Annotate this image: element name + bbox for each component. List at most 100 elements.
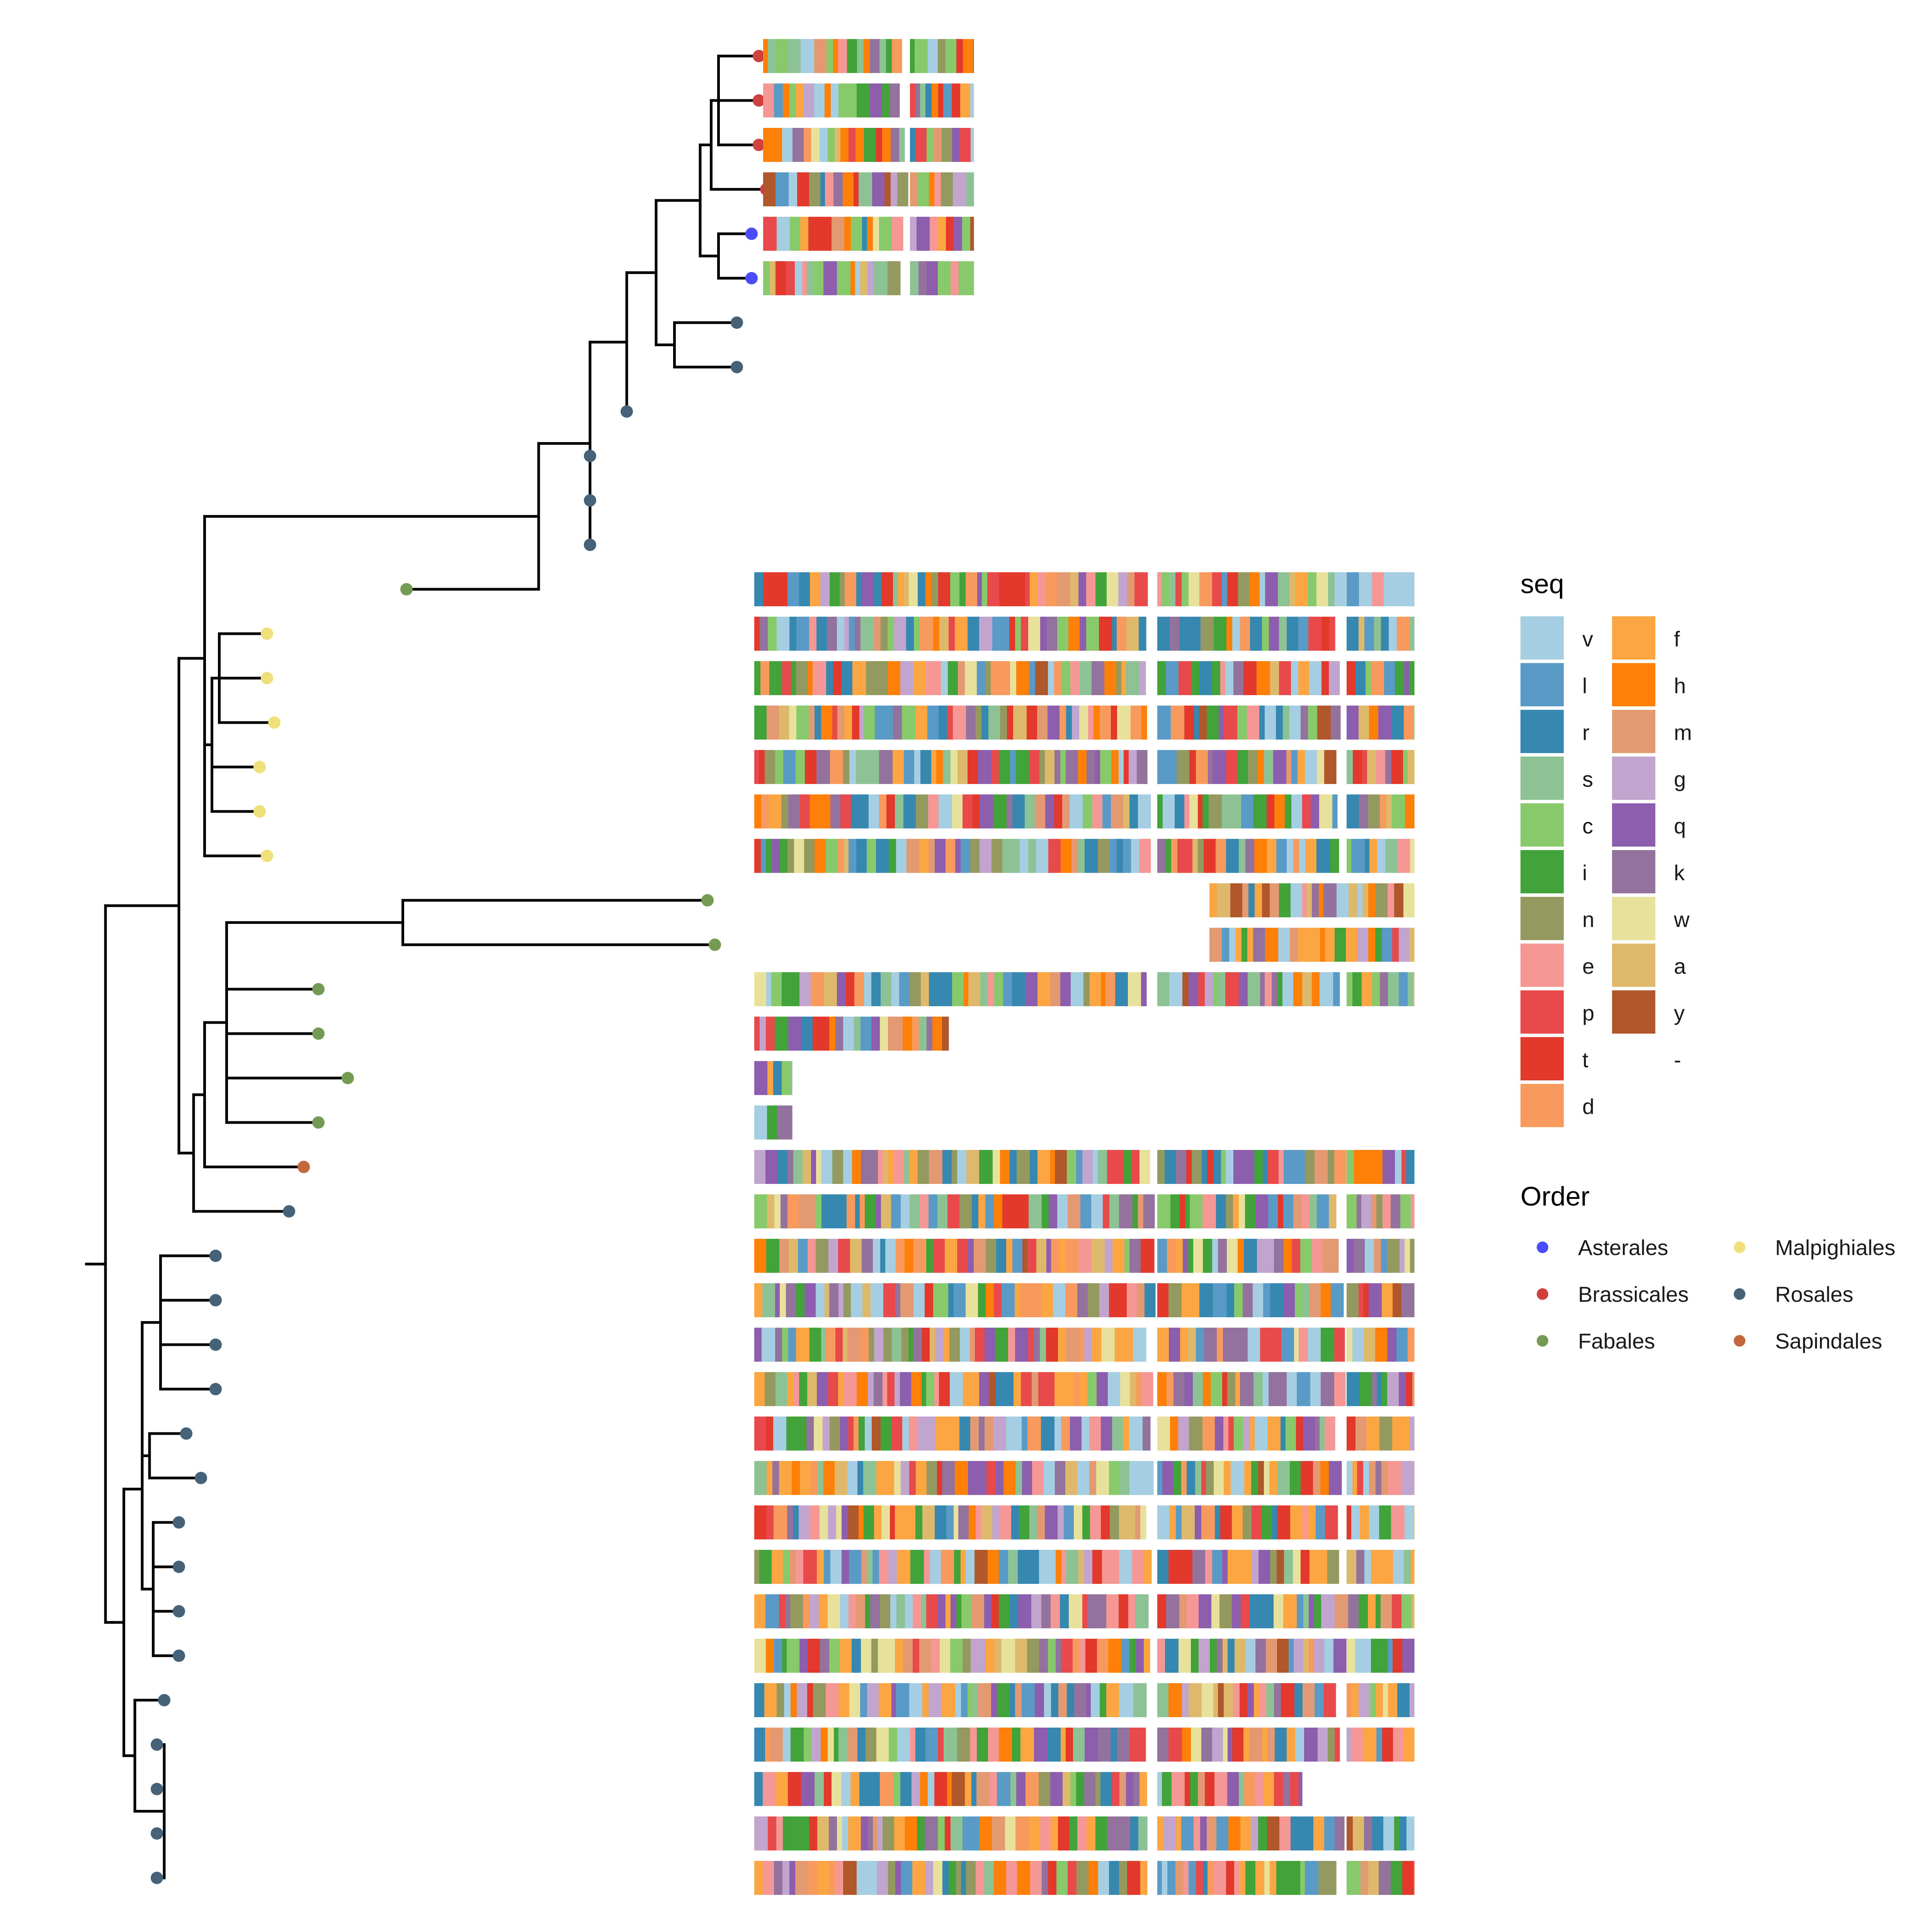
alignment-cell bbox=[874, 1505, 882, 1539]
alignment-cell bbox=[754, 794, 762, 828]
alignment-cell bbox=[1310, 1550, 1319, 1584]
alignment-cell bbox=[843, 1017, 854, 1051]
alignment-cell bbox=[910, 972, 921, 1006]
alignment-cell bbox=[801, 1017, 813, 1051]
alignment-cell bbox=[1168, 1728, 1182, 1762]
alignment-cell bbox=[1074, 1683, 1087, 1717]
alignment-cell bbox=[1277, 1461, 1290, 1495]
alignment-cell bbox=[1233, 1194, 1239, 1228]
tree-tip-point bbox=[745, 272, 758, 284]
alignment-cell bbox=[787, 572, 799, 606]
alignment-cell bbox=[1226, 1861, 1235, 1895]
alignment-cell bbox=[1045, 794, 1054, 828]
alignment-cell bbox=[900, 1283, 914, 1317]
alignment-cell bbox=[1351, 1683, 1359, 1717]
alignment-cell bbox=[840, 794, 851, 828]
alignment-cell bbox=[824, 1772, 832, 1806]
alignment-cell bbox=[1166, 661, 1179, 695]
alignment-cell bbox=[1074, 1372, 1080, 1406]
alignment-cell bbox=[1176, 1816, 1182, 1850]
alignment-cell bbox=[1407, 572, 1415, 606]
alignment-cell bbox=[1317, 1194, 1329, 1228]
alignment-cell bbox=[1308, 1328, 1321, 1362]
tree-tip-point bbox=[709, 939, 721, 951]
alignment-cell bbox=[966, 1150, 980, 1184]
alignment-cell bbox=[935, 839, 946, 873]
alignment-cell bbox=[859, 172, 872, 206]
alignment-cell bbox=[1403, 1728, 1415, 1762]
alignment-cell bbox=[1304, 1728, 1318, 1762]
alignment-cell bbox=[1123, 1417, 1129, 1451]
alignment-cell bbox=[1294, 1328, 1299, 1362]
alignment-cell bbox=[807, 1372, 817, 1406]
alignment-cell bbox=[829, 1017, 836, 1051]
alignment-cell bbox=[776, 1772, 788, 1806]
alignment-cell bbox=[1291, 794, 1303, 828]
alignment-cell bbox=[1036, 1239, 1047, 1273]
alignment-cell bbox=[1308, 617, 1322, 651]
alignment-cell bbox=[835, 1461, 848, 1495]
alignment-cell bbox=[854, 972, 864, 1006]
alignment-cell bbox=[1060, 1594, 1069, 1628]
alignment-cell bbox=[966, 706, 976, 740]
alignment-cell bbox=[938, 83, 944, 117]
alignment-cell bbox=[1237, 750, 1248, 784]
alignment-row bbox=[763, 217, 974, 251]
alignment-cell bbox=[854, 1683, 861, 1717]
alignment-cell bbox=[838, 1239, 850, 1273]
alignment-cell bbox=[830, 794, 841, 828]
alignment-cell bbox=[851, 1283, 863, 1317]
alignment-cell bbox=[810, 1328, 821, 1362]
alignment-cell bbox=[963, 39, 973, 73]
alignment-cell bbox=[1087, 750, 1095, 784]
alignment-cell bbox=[786, 261, 795, 295]
alignment-cell bbox=[1262, 883, 1270, 917]
alignment-cell bbox=[902, 1505, 916, 1539]
alignment-cell bbox=[1367, 750, 1376, 784]
alignment-cell bbox=[999, 1728, 1012, 1762]
alignment-cell bbox=[1029, 750, 1040, 784]
alignment-cell bbox=[1135, 1505, 1141, 1539]
alignment-cell bbox=[791, 1683, 797, 1717]
alignment-cell bbox=[1037, 1505, 1045, 1539]
alignment-cell bbox=[837, 261, 851, 295]
alignment-cell bbox=[765, 1594, 779, 1628]
alignment-cell bbox=[970, 1728, 977, 1762]
alignment-cell bbox=[843, 1328, 848, 1362]
alignment-cell bbox=[882, 128, 891, 162]
alignment-cell bbox=[1037, 706, 1048, 740]
alignment-cell bbox=[1090, 1505, 1101, 1539]
alignment-cell bbox=[816, 1150, 821, 1184]
alignment-cell bbox=[1133, 1683, 1147, 1717]
alignment-cell bbox=[901, 1194, 910, 1228]
legend-seq-key bbox=[1612, 616, 1655, 660]
alignment-cell bbox=[1016, 661, 1029, 695]
alignment-cell bbox=[854, 1017, 861, 1051]
alignment-cell bbox=[1334, 1150, 1347, 1184]
alignment-cell bbox=[859, 1505, 864, 1539]
alignment-cell bbox=[1101, 1417, 1112, 1451]
alignment-cell bbox=[1189, 572, 1200, 606]
alignment-cell bbox=[762, 1283, 776, 1317]
legend-order-key bbox=[1734, 1288, 1745, 1300]
alignment-cell bbox=[1239, 839, 1246, 873]
alignment-cell bbox=[763, 128, 772, 162]
alignment-cell bbox=[1060, 706, 1066, 740]
alignment-cell bbox=[1400, 1239, 1405, 1273]
alignment-cell bbox=[1126, 617, 1139, 651]
alignment-cell bbox=[1383, 1816, 1395, 1850]
alignment-cell bbox=[1272, 972, 1278, 1006]
alignment-cell bbox=[915, 128, 927, 162]
alignment-cell bbox=[941, 1550, 954, 1584]
alignment-cell bbox=[1347, 572, 1359, 606]
alignment-cell bbox=[949, 1328, 960, 1362]
alignment-cell bbox=[1217, 1639, 1223, 1673]
alignment-cell bbox=[951, 1816, 963, 1850]
alignment-cell bbox=[1298, 928, 1310, 962]
alignment-cell bbox=[977, 661, 985, 695]
alignment-cell bbox=[754, 1417, 766, 1451]
alignment-cell bbox=[1037, 972, 1051, 1006]
alignment-cell bbox=[1303, 1505, 1308, 1539]
alignment-cell bbox=[844, 1283, 851, 1317]
alignment-cell bbox=[1115, 972, 1128, 1006]
